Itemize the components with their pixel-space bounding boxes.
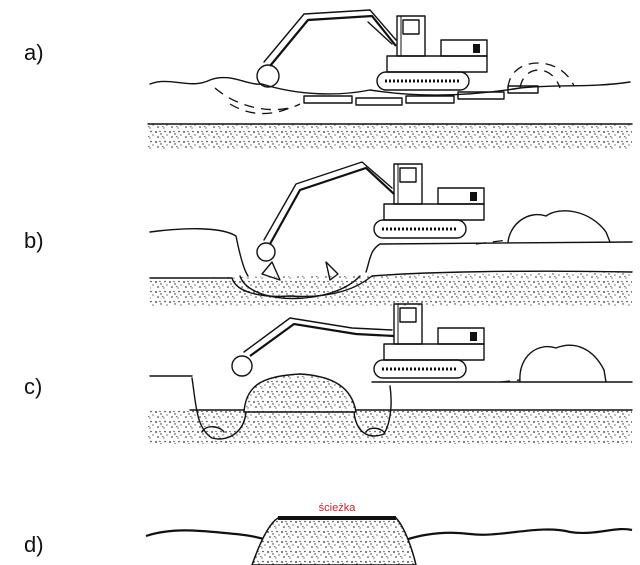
panel-a-scene [148,10,632,150]
path-surface [278,516,396,520]
excavator-b [374,164,484,238]
log-mat [304,86,538,105]
gravel-layer [148,124,632,150]
panel-b-scene [150,162,632,306]
bucket-c [232,356,252,376]
excavator-a [377,16,487,90]
excavator-c [374,304,484,378]
path-label: ścieżka [319,502,357,514]
bucket-a [257,65,279,87]
panel-c-scene [148,304,632,444]
panel-d-scene: ścieżka [146,502,632,565]
bucket-b [257,243,275,261]
